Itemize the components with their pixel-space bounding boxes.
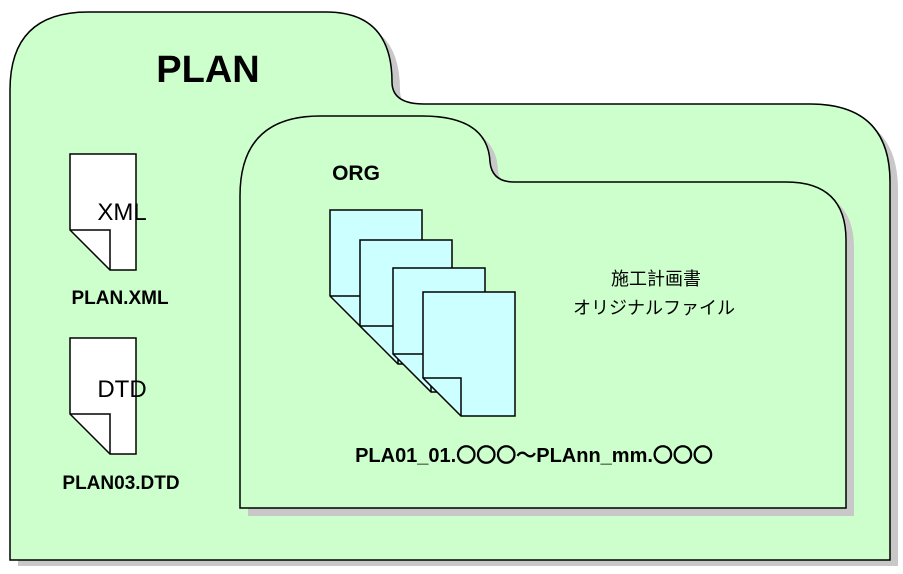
xml-file: XML PLAN.XML — [69, 153, 169, 309]
dtd-file-name: PLAN03.DTD — [62, 473, 179, 494]
file-range-label: PLA01_01.〇〇〇～PLAnn_mm.〇〇〇 — [355, 444, 713, 467]
inner-folder-title: ORG — [332, 162, 380, 185]
dtd-file: DTD PLAN03.DTD — [62, 337, 180, 494]
xml-file-icon-label: XML — [97, 199, 146, 226]
description-line-2: オリジナルファイル — [573, 298, 735, 318]
xml-file-name: PLAN.XML — [71, 288, 169, 309]
dtd-file-icon-label: DTD — [97, 376, 146, 403]
description-line-1: 施工計画書 — [611, 269, 701, 289]
outer-folder-title: PLAN — [156, 49, 259, 91]
